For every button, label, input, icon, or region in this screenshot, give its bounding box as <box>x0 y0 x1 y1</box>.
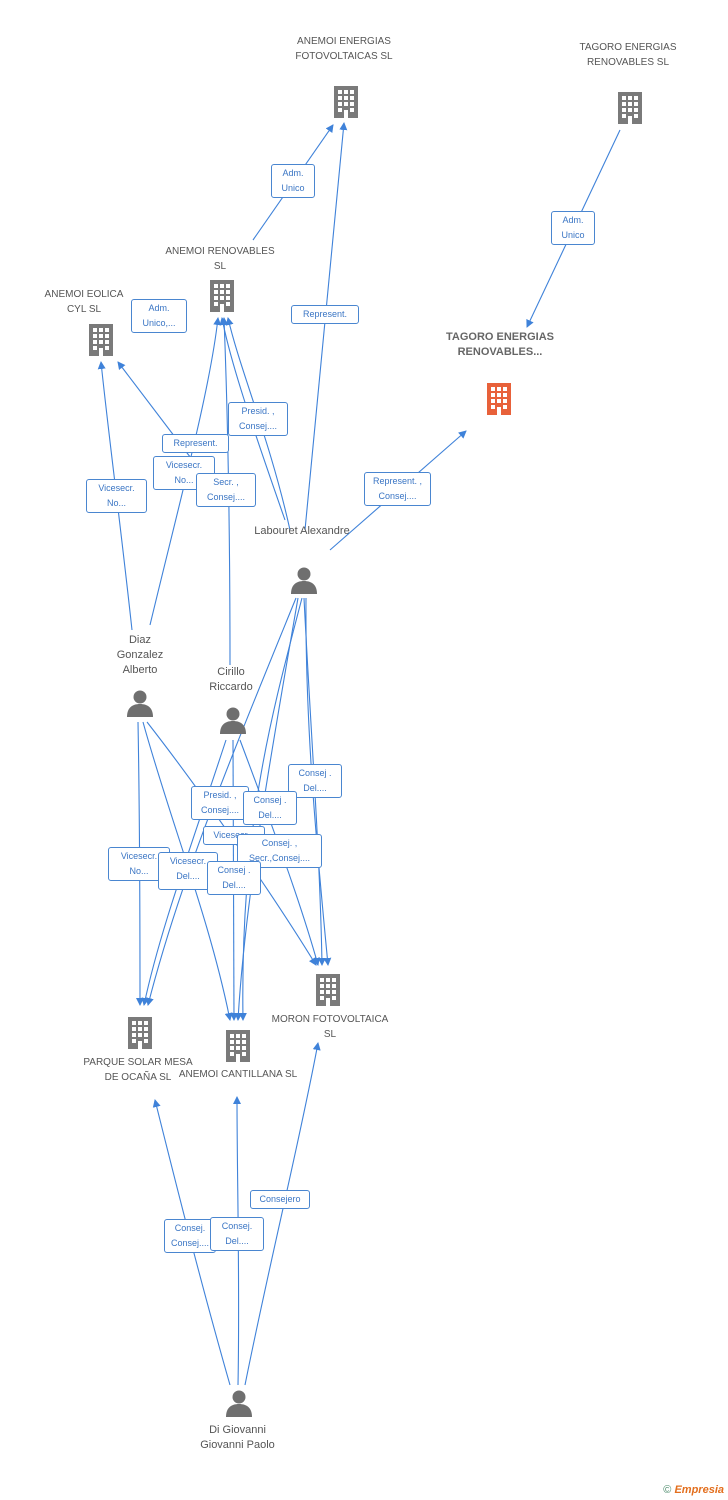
edge-labouret-cantillana-2 <box>238 597 303 1021</box>
brand-logo[interactable]: Empresia <box>674 1484 724 1496</box>
edge-labouret-renovables-2 <box>219 317 286 521</box>
company-moron-fotovoltaica[interactable]: MORON FOTOVOLTAICA SL <box>271 1014 389 1040</box>
person-icon[interactable] <box>127 690 153 718</box>
edge-label-adm-unico[interactable]: Adm. Unico <box>271 164 315 198</box>
building-icon[interactable] <box>316 974 340 1006</box>
edge-labouret-fotovoltaicas <box>304 122 348 531</box>
edge-label-consej-del[interactable]: Consej. Del.... <box>210 1217 264 1251</box>
nodes <box>89 86 642 1417</box>
company-anemoi-cantillana[interactable]: ANEMOI CANTILLANA SL <box>178 1069 298 1080</box>
copyright-symbol: © <box>663 1484 672 1496</box>
edge-label-presid-consej[interactable]: Presid. , Consej.... <box>191 786 249 820</box>
person-icon[interactable] <box>291 567 317 595</box>
person-diaz-gonzalez-alberto[interactable]: Diaz Gonzalez Alberto <box>116 634 164 676</box>
edge-label-consej-del[interactable]: Consej . Del.... <box>288 764 342 798</box>
person-icon[interactable] <box>226 1390 252 1418</box>
company-anemoi-energias-fotovoltaicas[interactable]: ANEMOI ENERGIAS FOTOVOLTAICAS SL <box>295 36 393 62</box>
edge-label-vicesecr-no[interactable]: Vicesecr. No... <box>86 479 147 513</box>
company-anemoi-renovables[interactable]: ANEMOI RENOVABLES SL <box>165 246 275 272</box>
building-icon[interactable] <box>210 280 234 312</box>
person-icon[interactable] <box>220 707 246 735</box>
edge-label-presid-consej[interactable]: Presid. , Consej.... <box>228 402 288 436</box>
company-anemoi-eolica-cyl[interactable]: ANEMOI EOLICA CYL SL <box>44 289 124 315</box>
person-cirillo-riccardo[interactable]: Cirillo Riccardo <box>209 666 253 693</box>
building-icon[interactable] <box>334 86 358 118</box>
edge-label-represent[interactable]: Represent. <box>291 305 359 324</box>
edge-label-consej-consej[interactable]: Consej. Consej.... <box>164 1219 216 1253</box>
building-icon[interactable] <box>226 1030 250 1062</box>
edge-label-consejero[interactable]: Consejero <box>250 1190 310 1209</box>
edge-digiovanni-moron <box>244 1042 321 1386</box>
building-icon[interactable] <box>618 92 642 124</box>
edge-label-adm-unico[interactable]: Adm. Unico,... <box>131 299 187 333</box>
edge-label-consej-del[interactable]: Consej . Del.... <box>243 791 297 825</box>
footer-brand: © Empresia <box>663 1484 724 1496</box>
person-di-giovanni-giovanni-paolo[interactable]: Di Giovanni Giovanni Paolo <box>200 1424 275 1451</box>
edge-label-adm-unico[interactable]: Adm. Unico <box>551 211 595 245</box>
building-icon[interactable] <box>487 383 511 415</box>
edge-label-consej-del[interactable]: Consej . Del.... <box>207 861 261 895</box>
company-parque-solar-mesa-de-ocana[interactable]: PARQUE SOLAR MESA DE OCAÑA SL <box>83 1057 193 1083</box>
person-labouret-alexandre[interactable]: Labouret Alexandre <box>254 525 350 537</box>
edge-label-represent-consej[interactable]: Represent. , Consej.... <box>364 472 431 506</box>
company-tagoro-energias-renovables[interactable]: TAGORO ENERGIAS RENOVABLES SL <box>579 42 677 68</box>
building-icon[interactable] <box>89 324 113 356</box>
edge-label-secr-consej[interactable]: Secr. , Consej.... <box>196 473 256 507</box>
company-tagoro-focus[interactable]: TAGORO ENERGIAS RENOVABLES... <box>446 331 554 358</box>
edge-label-represent[interactable]: Represent. <box>162 434 229 453</box>
building-icon[interactable] <box>128 1017 152 1049</box>
edge-renovables-eolica <box>117 361 201 471</box>
